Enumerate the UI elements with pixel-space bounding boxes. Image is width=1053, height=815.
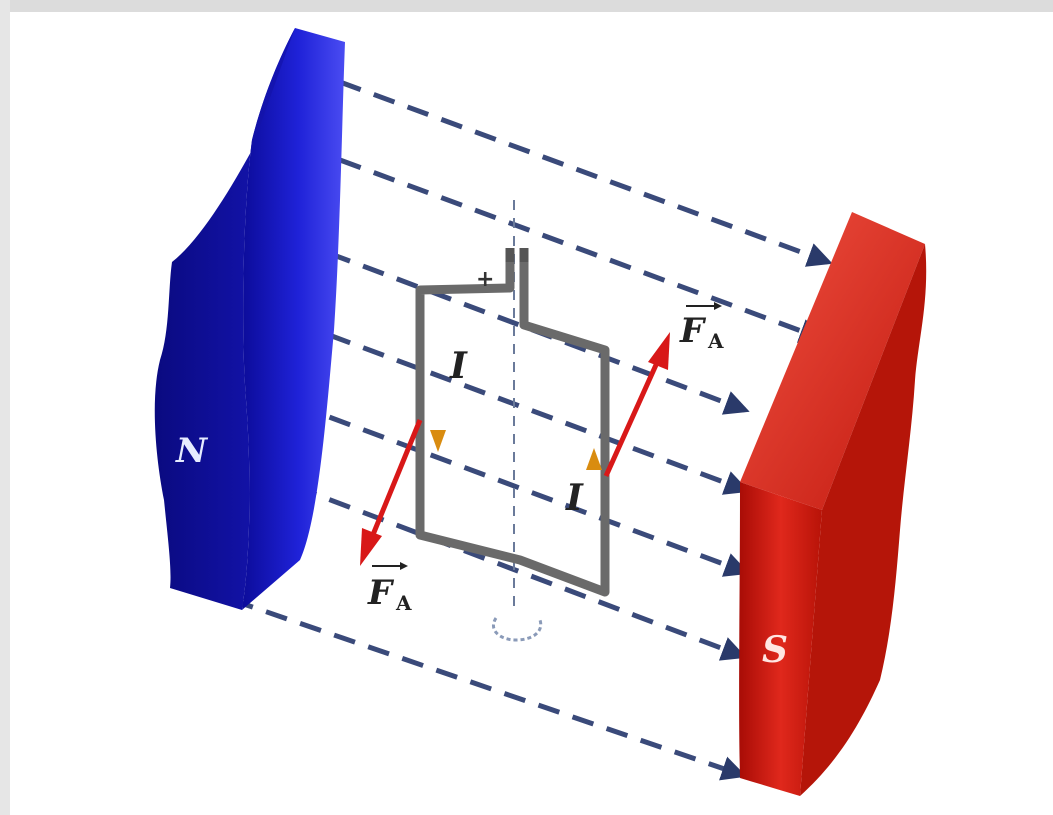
rotation-arrow-icon [492, 617, 543, 642]
north-magnet: N [154, 28, 345, 610]
force-label-left: F A [367, 562, 412, 615]
south-magnet-side [800, 244, 927, 796]
force-subscript-left: A [395, 591, 412, 615]
north-magnet-side [242, 28, 345, 610]
terminal-plus-label: + [476, 267, 494, 292]
current-arrow-right [586, 448, 602, 548]
loop-frame [415, 262, 610, 597]
field-line [261, 307, 750, 495]
north-pole-label: N [175, 431, 209, 471]
force-arrow-left [360, 419, 423, 566]
top-frame-edge [0, 0, 1053, 12]
field-line [261, 389, 750, 577]
force-label-right: F A [679, 302, 724, 353]
force-arrow-right [603, 332, 670, 478]
north-magnet-face [154, 28, 295, 610]
force-symbol-left: F [367, 573, 395, 613]
current-label-left: I [449, 345, 468, 387]
field-line [339, 157, 825, 343]
current-label-right: I [565, 477, 584, 519]
south-magnet: S [739, 212, 927, 796]
field-line [261, 471, 747, 661]
left-frame-edge [0, 0, 10, 815]
field-line [261, 225, 750, 415]
south-magnet-top [740, 212, 925, 510]
magnetic-field-lines [231, 79, 833, 781]
south-pole-label: S [762, 629, 788, 671]
force-subscript-right: A [707, 329, 724, 353]
field-line [339, 79, 833, 267]
current-arrow-left [430, 330, 446, 452]
current-loop [415, 248, 610, 597]
force-symbol-right: F [679, 311, 707, 351]
south-magnet-face [739, 482, 822, 796]
field-line [231, 597, 747, 781]
